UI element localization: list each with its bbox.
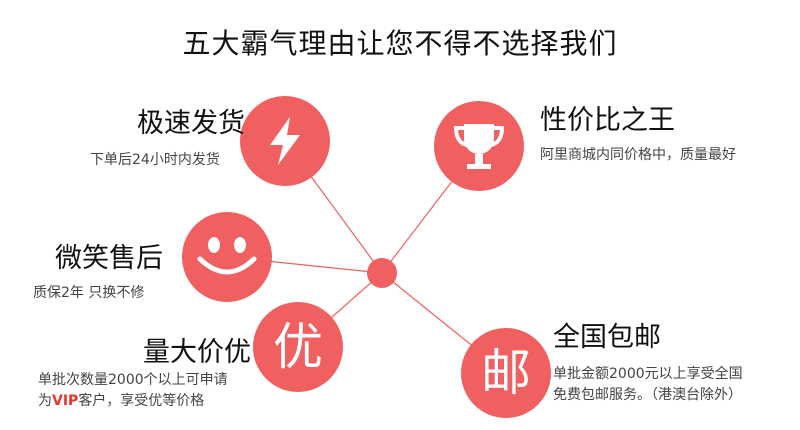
you-char: 优 — [273, 318, 323, 376]
desc-suffix: 客户，享受优等价格 — [78, 393, 205, 409]
feature-heading-value: 性价比之王 — [540, 105, 675, 136]
feature-desc-value: 阿里商城内同价格中，质量最好 — [540, 147, 736, 163]
feature-desc-free-line2: 免费包邮服务。（港澳台除外） — [553, 387, 742, 403]
smiley-icon — [182, 212, 272, 302]
vip-label: VIP — [52, 393, 79, 409]
feature-desc-after-sales: 质保2年 只换不修 — [33, 285, 145, 301]
page-title: 五大霸气理由让您不得不选择我们 — [182, 27, 618, 60]
feature-heading-fast-shipping: 极速发货 — [137, 108, 245, 139]
post-char: 邮 — [481, 344, 531, 402]
center-hub — [367, 258, 397, 288]
you-post-char-icon: 邮 — [461, 328, 551, 418]
feature-desc-fast-shipping: 下单后24小时内发货 — [90, 152, 220, 168]
desc-prefix: 为 — [38, 393, 52, 409]
trophy-icon — [434, 101, 524, 191]
feature-heading-bulk-price: 量大价优 — [143, 337, 251, 368]
feature-heading-free-shipping: 全国包邮 — [553, 322, 661, 353]
feature-desc-bulk-line1: 单批次数量2000个以上可申请 — [38, 372, 228, 388]
feature-desc-bulk-price: 单批次数量2000个以上可申请 为VIP客户，享受优等价格 — [38, 370, 228, 412]
feature-desc-bulk-line2: 为VIP客户，享受优等价格 — [38, 391, 228, 412]
feature-desc-free-shipping: 单批金额2000元以上享受全国 免费包邮服务。（港澳台除外） — [553, 364, 743, 406]
you-char-icon: 优 — [253, 302, 343, 392]
feature-heading-after-sales: 微笑售后 — [55, 243, 163, 274]
feature-desc-free-line1: 单批金额2000元以上享受全国 — [553, 366, 743, 382]
lightning-icon — [240, 96, 330, 186]
